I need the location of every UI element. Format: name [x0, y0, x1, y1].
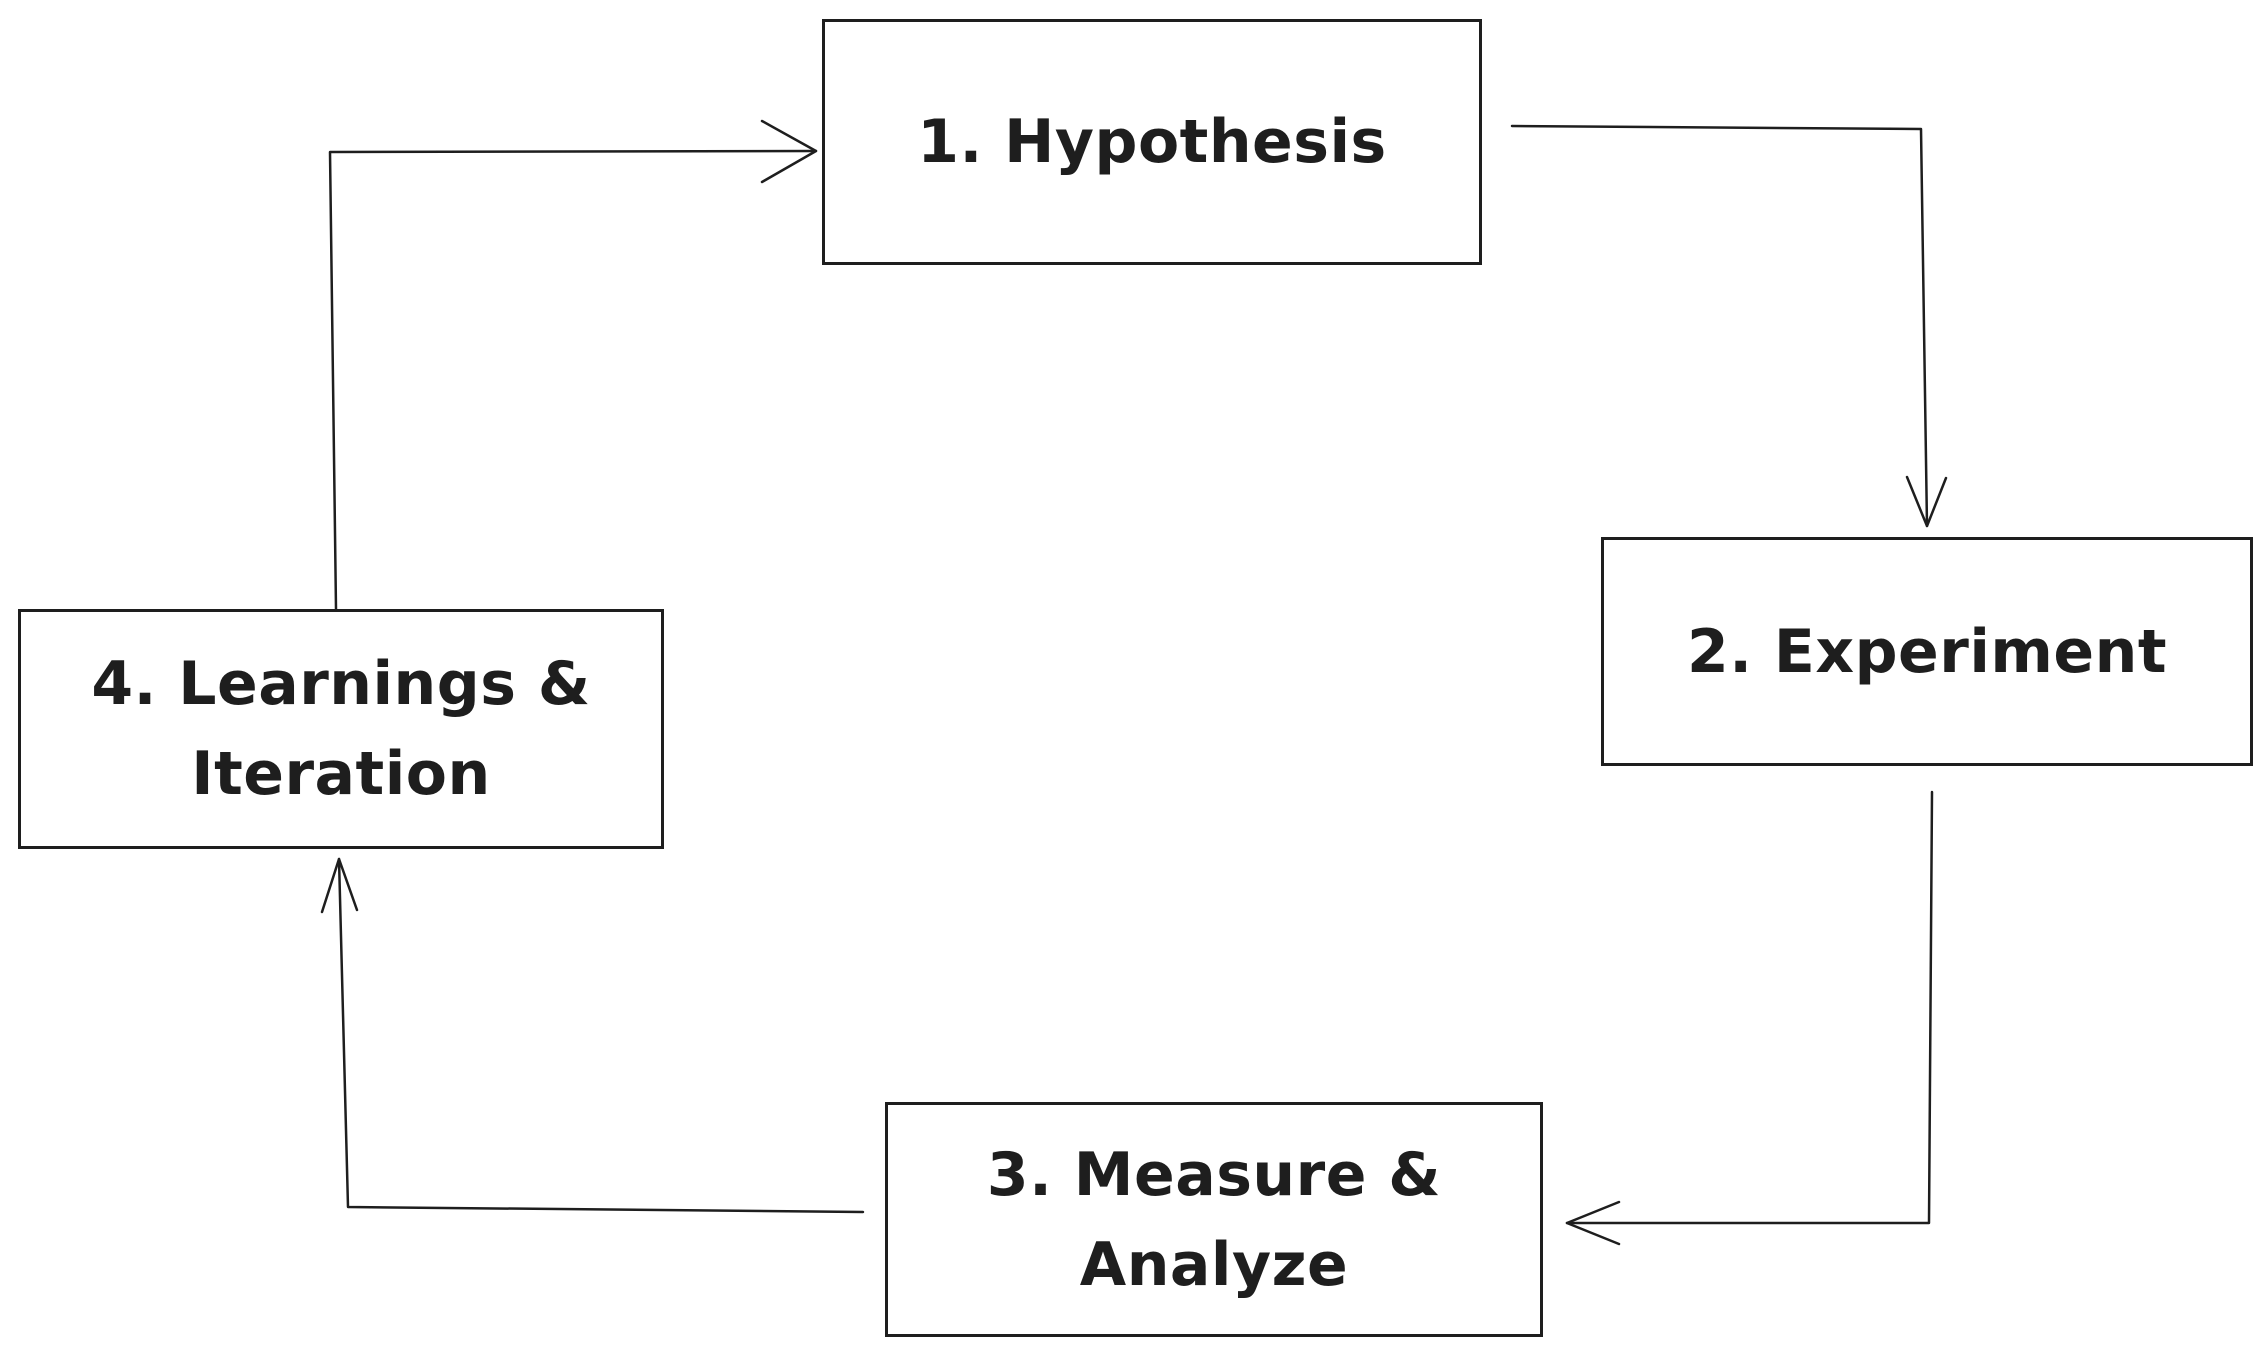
arrowhead-up-icon — [320, 857, 359, 914]
node-learnings-iteration: 4. Learnings & Iteration — [18, 609, 664, 849]
arrowhead-right-icon — [760, 119, 818, 184]
node-hypothesis: 1. Hypothesis — [822, 19, 1482, 265]
node-measure-analyze-label-line1: 3. Measure & — [986, 1139, 1442, 1210]
arrowhead-left-icon — [1565, 1200, 1621, 1246]
arrow-experiment-to-measure — [1565, 790, 1934, 1246]
arrow-hypothesis-to-experiment — [1510, 124, 1948, 528]
node-learnings-iteration-label-line2: Iteration — [191, 739, 491, 809]
arrow-learnings-to-hypothesis — [328, 119, 818, 611]
node-experiment-label: 2. Experiment — [1686, 616, 2168, 687]
node-experiment: 2. Experiment — [1601, 537, 2253, 766]
node-learnings-iteration-label-line1: 4. Learnings & — [91, 649, 591, 719]
arrow-measure-to-learnings — [320, 857, 865, 1214]
node-measure-analyze-label-line2: Analyze — [1079, 1229, 1349, 1300]
node-measure-analyze: 3. Measure & Analyze — [885, 1102, 1543, 1337]
node-hypothesis-label: 1. Hypothesis — [917, 107, 1387, 177]
arrowhead-down-icon — [1905, 475, 1948, 528]
